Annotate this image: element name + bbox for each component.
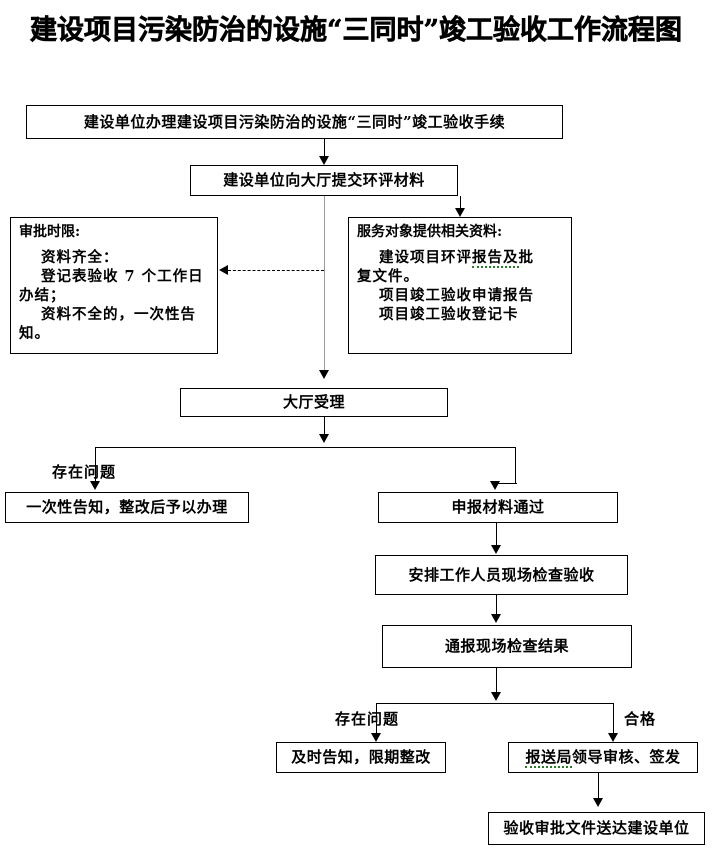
edge-label-qualified: 合格	[624, 710, 657, 728]
connector-split-right-jog	[495, 483, 517, 484]
materials-line-1: 建设项目环评报告及批	[357, 248, 565, 268]
arrowhead-split-right-upper	[490, 481, 500, 490]
approval-time-limit-header: 审批时限:	[19, 224, 81, 240]
time-limit-line-5: 知。	[19, 325, 50, 342]
materials-line-4: 项目竣工验收登记卡	[379, 305, 519, 323]
connector-report-to-split	[496, 668, 497, 696]
node-start: 建设单位办理建设项目污染防治的设施“三同时”竣工验收手续	[26, 105, 563, 139]
node-one-time-notice: 一次性告知，整改后予以办理	[5, 492, 249, 523]
connector-pass-to-sitecheck	[496, 523, 497, 548]
time-limit-line-2: 登记表验收 7 个工作日	[41, 267, 204, 285]
spellcheck-underline: 报送局	[525, 748, 572, 769]
materials-line-3: 项目竣工验收申请报告	[379, 286, 534, 304]
node-approval-time-limit: 审批时限: 资料齐全： 登记表验收 7 个工作日 办结； 资料不全的，一次性告 …	[10, 217, 218, 354]
node-site-inspection: 安排工作人员现场检查验收	[375, 555, 628, 595]
connector-submit-spine	[324, 196, 325, 370]
submit-to-leader-text: 报送局领导审核、签发	[525, 748, 681, 769]
node-submit-to-leader: 报送局领导审核、签发	[508, 742, 698, 773]
page-title: 建设项目污染防治的设施“三同时”竣工验收工作流程图	[29, 15, 683, 47]
edge-label-problem-lower: 存在问题	[335, 710, 400, 728]
arrowhead-sitecheck-to-report	[491, 614, 501, 623]
node-required-materials: 服务对象提供相关资料: 建设项目环评报告及批 复文件。 项目竣工验收申请报告 项…	[348, 217, 572, 354]
arrowhead-pass-to-sitecheck	[491, 545, 501, 554]
materials-line-2: 复文件。	[357, 267, 419, 285]
connector-split-right-upper	[515, 447, 516, 483]
connector-submit-to-materials	[460, 196, 461, 214]
time-limit-line-1: 资料齐全：	[41, 248, 119, 266]
connector-split-bar-upper	[95, 447, 515, 448]
approval-time-limit-body: 资料齐全： 登记表验收 7 个工作日 办结； 资料不全的，一次性告 知。	[19, 248, 211, 344]
connector-sitecheck-to-report	[496, 595, 497, 617]
arrowhead-start-to-submit	[319, 156, 329, 165]
connector-split-right-lower	[613, 703, 614, 735]
time-limit-line-3: 办结；	[19, 286, 66, 304]
node-report-result: 通报现场检查结果	[382, 625, 632, 668]
required-materials-body: 建设项目环评报告及批 复文件。 项目竣工验收申请报告 项目竣工验收登记卡	[357, 248, 565, 325]
materials-line-1-text: 建设项目环评报告及批	[379, 248, 534, 268]
arrowhead-leader-to-deliver	[593, 798, 603, 807]
arrowhead-report-to-split	[491, 692, 501, 701]
edge-label-problem-upper: 存在问题	[52, 463, 117, 481]
time-limit-line-4: 资料不全的，一次性告	[41, 305, 196, 323]
connector-leader-to-deliver	[598, 773, 599, 801]
arrowhead-split-right-lower	[608, 733, 618, 742]
connector-spine-to-time-limit	[228, 270, 324, 271]
node-hall-acceptance: 大厅受理	[180, 388, 448, 417]
connector-split-bar-lower	[376, 703, 614, 704]
node-deliver-approval-document: 验收审批文件送达建设单位	[488, 812, 705, 845]
spellcheck-underline: 报告及	[472, 248, 519, 268]
node-materials-pass: 申报材料通过	[378, 492, 618, 523]
connector-split-left-lower	[376, 703, 377, 735]
arrowhead-split-left-lower	[371, 733, 381, 742]
arrowhead-spine-to-accept	[319, 370, 329, 379]
arrowhead-spine-to-time-limit	[219, 265, 228, 275]
arrowhead-split-left-upper	[90, 481, 100, 490]
arrowhead-submit-to-materials	[455, 208, 465, 217]
arrowhead-accept-to-split	[319, 434, 329, 443]
connector-start-to-submit	[324, 139, 325, 157]
required-materials-header: 服务对象提供相关资料:	[357, 224, 503, 240]
node-timely-notice: 及时告知，限期整改	[276, 742, 446, 773]
connector-accept-to-split	[324, 417, 325, 439]
node-submit-materials: 建设单位向大厅提交环评材料	[190, 165, 458, 196]
connector-split-left-upper	[95, 447, 96, 483]
